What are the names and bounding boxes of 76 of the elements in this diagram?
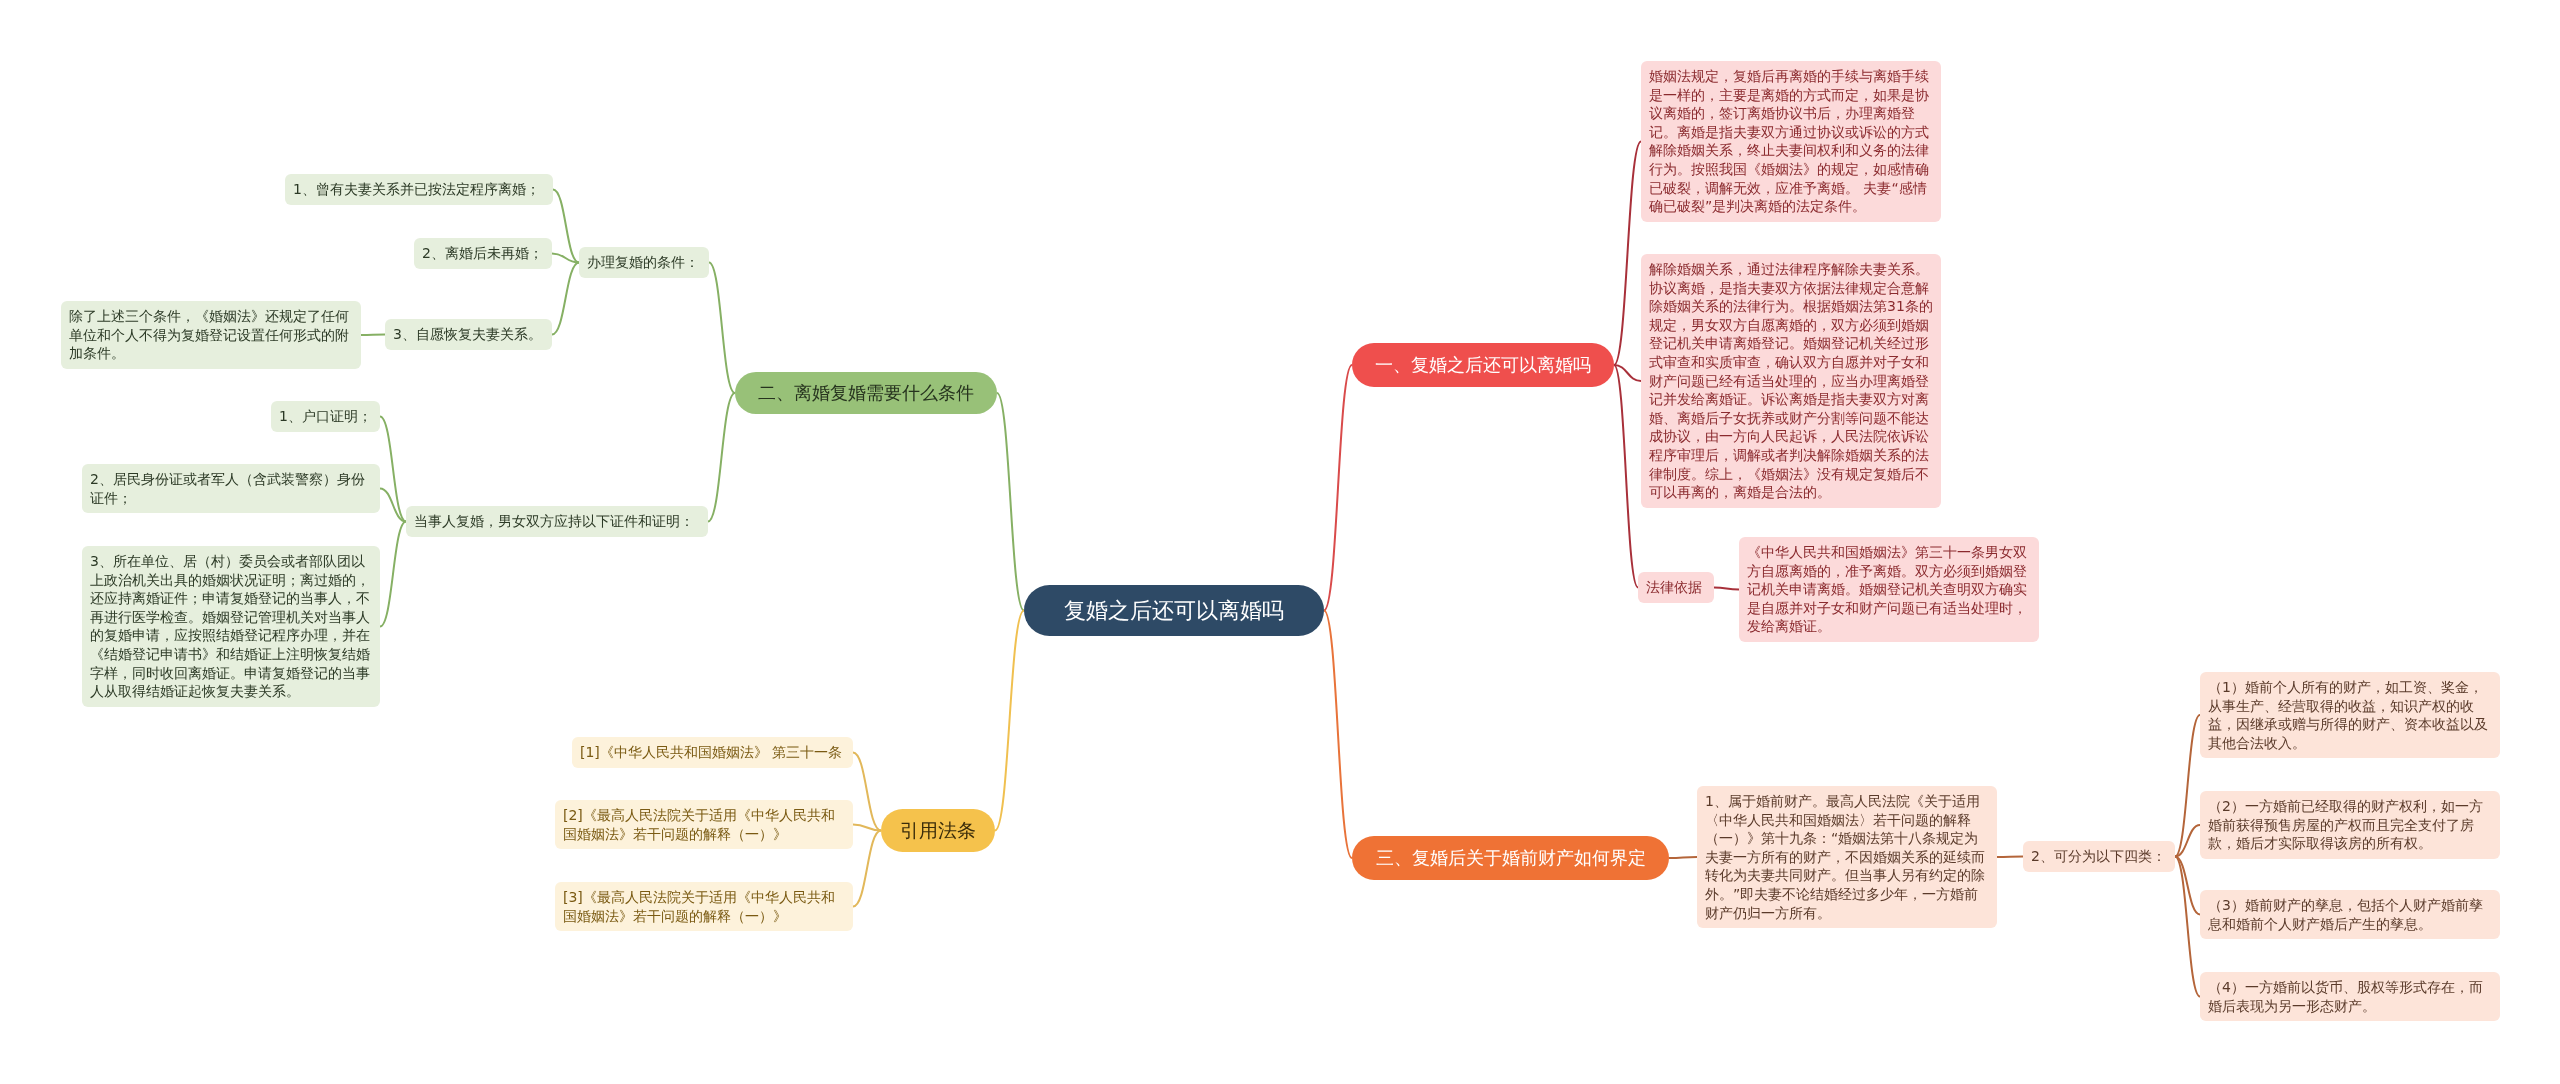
topic-text: 2、可分为以下四类： xyxy=(2031,847,2167,866)
connector-line xyxy=(852,829,882,908)
branch-topic xyxy=(1352,343,1614,387)
topic-text: 1、曾有夫妻关系并已按法定程序离婚； xyxy=(293,180,541,199)
connector-line xyxy=(379,415,407,523)
connector-line xyxy=(1668,856,1698,859)
topic-text: 《中华人民共和国婚姻法》第三十一条男女双方自愿离婚的，准予离婚。双方必须到婚姻登记机关申请离婚。婚姻登记机关查明双方确实是自愿并对子女和财产问题已有适当处理时，发给离婚证。 xyxy=(1747,543,2028,637)
connector-line xyxy=(2174,855,2201,998)
subtopic-box xyxy=(2200,890,2500,940)
topic-text: （4）一方婚前以货币、股权等形式存在，而婚后表现为另一形态财产。 xyxy=(2208,978,2484,1016)
subtopic-box xyxy=(385,319,552,350)
connector-line xyxy=(2174,824,2201,858)
topic-text: 1、属于婚前财产。最高人民法院《关于适用〈中华人民共和国婚姻法〉若干问题的解释（一）》第十九条：“婚姻法第十八条规定为夫妻一方所有的财产，不因婚姻关系的延续而转化为夫妻共同财产。但当事人另有约定的除外。”即夫妻不论结婚经过多少年，一方婚前财产仍归一方所有。 xyxy=(1705,792,1986,923)
connector-line xyxy=(994,609,1025,832)
topic-text: 当事人复婚，男女双方应持以下证件和证明： xyxy=(414,512,695,531)
connector-line xyxy=(551,252,580,264)
connector-line xyxy=(1323,364,1353,612)
topic-text: 二、离婚复婚需要什么条件 xyxy=(757,381,975,405)
subtopic-box xyxy=(406,506,708,537)
topic-text: [2]《最高人民法院关于适用《中华人民共和国婚姻法》若干问题的解释（一）》 xyxy=(563,806,836,844)
connector-line xyxy=(379,520,407,628)
topic-text: （3）婚前财产的孳息，包括个人财产婚前孳息和婚前个人财产婚后产生的孳息。 xyxy=(2208,896,2484,934)
topic-text: 复婚之后还可以离婚吗 xyxy=(1063,597,1285,625)
branch-topic xyxy=(735,372,997,414)
topic-text: 引用法条 xyxy=(899,818,977,843)
topic-text: 2、离婚后未再婚； xyxy=(422,244,544,263)
connector-line xyxy=(1613,364,1642,382)
subtopic-box xyxy=(82,464,380,514)
topic-text: 3、自愿恢复夫妻关系。 xyxy=(393,325,543,344)
connector-line xyxy=(551,261,580,336)
subtopic-box xyxy=(61,301,361,369)
connector-line xyxy=(379,487,407,523)
subtopic-box xyxy=(285,174,553,205)
topic-text: 1、户口证明； xyxy=(279,407,372,426)
subtopic-box xyxy=(271,401,380,432)
topic-text: 一、复婚之后还可以离婚吗 xyxy=(1374,353,1592,377)
topic-text: 法律依据 xyxy=(1646,578,1703,597)
subtopic-box xyxy=(579,247,709,278)
subtopic-box xyxy=(1638,572,1714,603)
subtopic-box xyxy=(414,238,552,269)
branch-topic xyxy=(881,809,995,853)
subtopic-box xyxy=(1739,537,2039,643)
connector-line xyxy=(1713,586,1740,591)
connector-line xyxy=(1996,855,2024,858)
subtopic-box xyxy=(2200,672,2500,759)
subtopic-box xyxy=(555,882,853,932)
connector-line xyxy=(552,188,580,264)
topic-text: [3]《最高人民法院关于适用《中华人民共和国婚姻法》若干问题的解释（一）》 xyxy=(563,888,836,926)
connector-line xyxy=(852,823,882,832)
topic-text: （2）一方婚前已经取得的财产权利，如一方婚前获得预售房屋的产权而且完全支付了房款，婚后才实际取得该房的所有权。 xyxy=(2208,797,2484,853)
connector-line xyxy=(1613,140,1642,366)
connector-line xyxy=(707,392,736,523)
subtopic-box xyxy=(2200,972,2500,1022)
connector-line xyxy=(996,392,1025,612)
topic-text: 2、居民身份证或者军人（含武装警察）身份证件； xyxy=(90,470,366,508)
subtopic-box xyxy=(2200,791,2500,859)
topic-text: （1）婚前个人所有的财产，如工资、奖金，从事生产、经营取得的收益，知识产权的收益，因继承或赠与所得的财产、资本收益以及其他合法收入。 xyxy=(2208,678,2489,753)
topic-text: 三、复婚后关于婚前财产如何界定 xyxy=(1374,846,1647,870)
connector-line xyxy=(1323,609,1353,859)
subtopic-box xyxy=(555,800,853,850)
connector-line xyxy=(708,261,736,394)
connector-line xyxy=(852,751,882,832)
subtopic-box xyxy=(572,737,853,768)
topic-text: 3、所在单位、居（村）委员会或者部队团以上政治机关出具的婚姻状况证明；离过婚的，还应持离婚证件；申请复婚登记的当事人，不再进行医学检查。婚姻登记管理机关对当事人的复婚申请，应按照结婚登记程序办理，并在《结婚登记申请书》和结婚证上注明恢复结婚字样，同时收回离婚证。申请复婚登记的当事人从取得结婚证起恢复夫妻关系。 xyxy=(90,552,371,701)
topic-text: 解除婚姻关系，通过法律程序解除夫妻关系。协议离婚，是指夫妻双方依据法律规定合意解除婚姻关系的法律行为。根据婚姻法第31条的规定，男女双方自愿离婚的，双方必须到婚姻登记机关申请离婚登记。婚姻登记机关经过形式审查和实质审查，确认双方自愿并对子女和财产问题已经有适当处理的，应当办理离婚登记并发给离婚证。诉讼离婚是指夫妻双方对离婚、离婚后子女抚养或财产分割等问题不能达成协议，由一方向人民起诉，人民法院依诉讼程序审理后，调解或者判决解除婚姻关系的法律制度。综上，《婚姻法》没有规定复婚后不可以再离的，离婚是合法的。 xyxy=(1649,260,1933,502)
central-topic xyxy=(1024,585,1324,637)
connector-line xyxy=(2174,855,2201,916)
subtopic-box xyxy=(2023,841,2175,872)
topic-text: 除了上述三个条件，《婚姻法》还规定了任何单位和个人不得为复婚登记设置任何形式的附加条件。 xyxy=(69,307,350,363)
connector-line xyxy=(2174,714,2201,858)
topic-text: 婚姻法规定，复婚后再离婚的手续与离婚手续是一样的，主要是离婚的方式而定，如果是协议离婚的，签订离婚协议书后，办理离婚登记。离婚是指夫妻双方通过协议或诉讼的方式解除婚姻关系，终止夫妻间权利和义务的法律行为。按照我国《婚姻法》的规定，如感情确已破裂，调解无效，应准予离婚。 夫妻“感情确已破裂”是判决离婚的法定条件。 xyxy=(1649,67,1930,216)
topic-text: 办理复婚的条件： xyxy=(587,253,700,272)
connector-line xyxy=(360,333,386,336)
connector-line xyxy=(1613,364,1639,589)
branch-topic xyxy=(1352,836,1669,880)
topic-text: [1]《中华人民共和国婚姻法》 第三十一条 xyxy=(580,743,844,762)
